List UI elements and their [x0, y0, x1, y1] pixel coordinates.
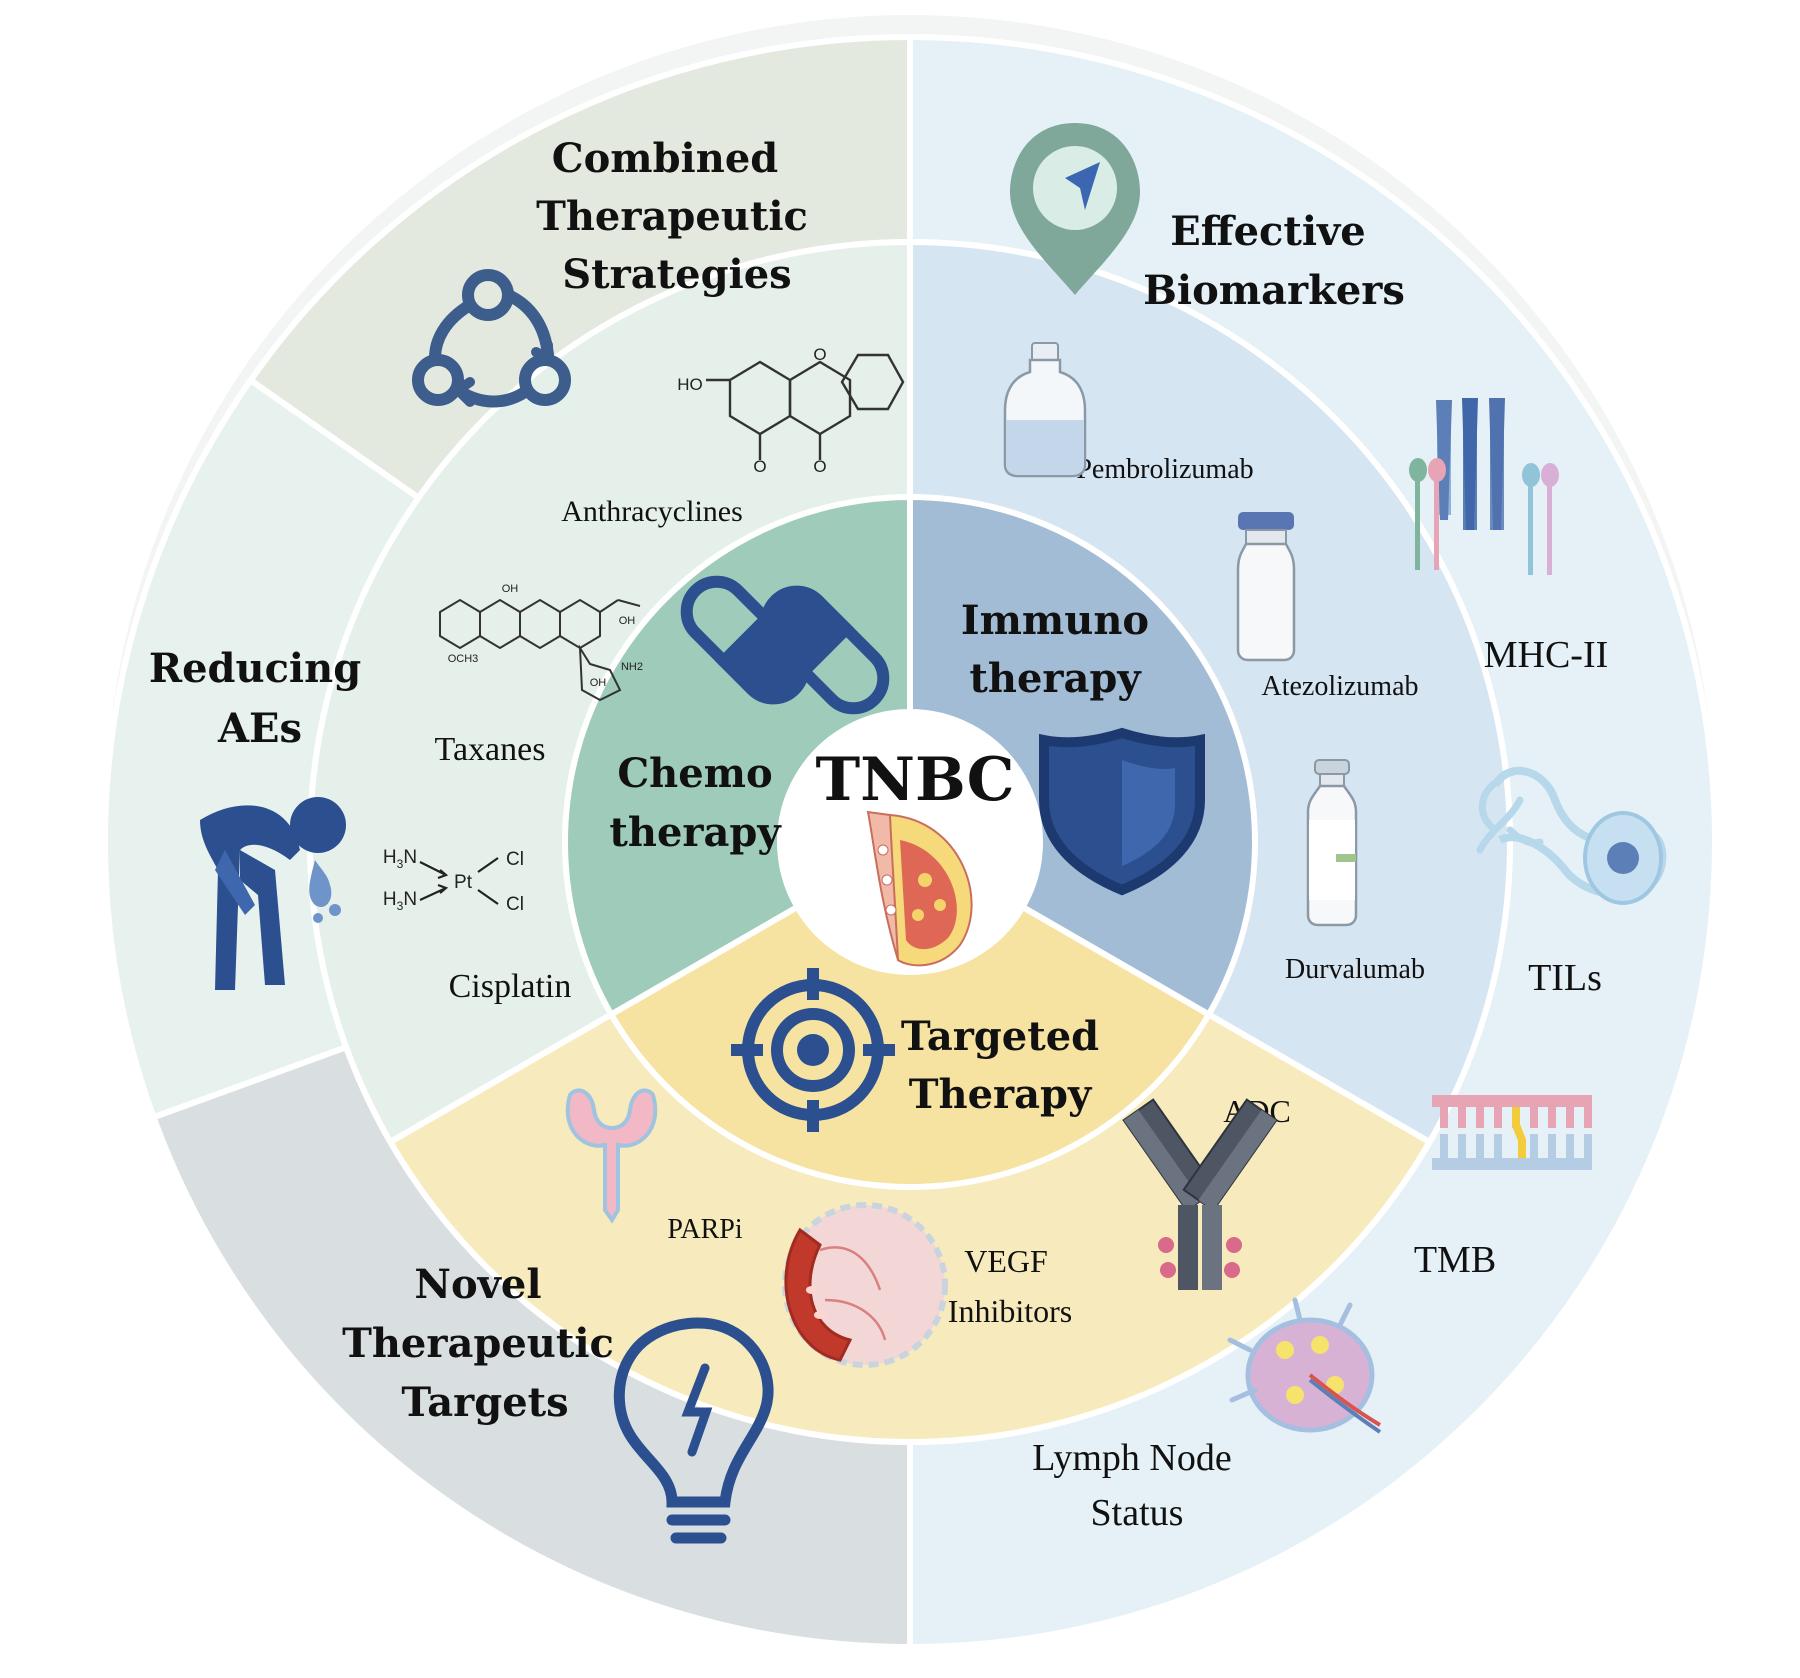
novel-label-line3: Targets	[401, 1379, 568, 1426]
biomarker-tils: TILs	[1528, 957, 1602, 999]
chem-pt-label: Pt	[454, 872, 473, 893]
biomarker-lymph-line1: Lymph Node	[1032, 1437, 1231, 1479]
immuno-drug-atezolizumab: Atezolizumab	[1261, 671, 1418, 702]
chemo-drug-anthracyclines: Anthracyclines	[561, 495, 743, 528]
chem-oh-label-1: OH	[502, 583, 519, 595]
nausea-person-icon	[200, 797, 346, 990]
chemo-label-line1: Chemo	[617, 750, 772, 797]
chem-och3-label: OCH3	[448, 653, 479, 665]
targeted-label-line1: Targeted	[901, 1013, 1099, 1060]
parp-enzyme-icon	[565, 1088, 658, 1224]
targeted-drug-parpi: PARPi	[667, 1214, 742, 1245]
chem-h3n-label-1: H3N	[383, 847, 417, 871]
chemo-drug-cisplatin: Cisplatin	[449, 968, 572, 1005]
lymphocyte-cell-icon	[1476, 766, 1667, 905]
vial-icon-pembrolizumab	[1003, 342, 1087, 478]
immuno-drug-pembrolizumab: Pembrolizumab	[1076, 454, 1253, 485]
anthracycline-structure-icon	[439, 598, 641, 702]
biomarker-tmb: TMB	[1414, 1239, 1496, 1281]
breast-anatomy-icon	[866, 810, 973, 967]
vial-icon-durvalumab	[1306, 759, 1358, 927]
chem-o-label-3: O	[813, 457, 826, 476]
adc-antibody-icon	[1122, 1098, 1278, 1290]
biomarker-lymph-line2: Status	[1091, 1492, 1184, 1534]
vial-icon-atezolizumab	[1236, 512, 1296, 662]
targeted-drug-vegf-line2: Inhibitors	[948, 1293, 1072, 1329]
flavonoid-structure-icon	[706, 353, 905, 460]
chem-oh-label-2: OH	[619, 615, 636, 627]
lymph-node-icon	[1227, 1297, 1382, 1434]
reducing-label-line2: AEs	[217, 705, 302, 752]
novel-label-line1: Novel	[414, 1261, 541, 1308]
tumor-vessel-icon	[782, 1202, 948, 1368]
chem-cl-label-1: Cl	[506, 849, 524, 870]
chem-ho-label: HO	[677, 375, 703, 394]
reducing-label-line1: Reducing	[149, 645, 361, 692]
chem-nh2-label: NH2	[621, 661, 643, 673]
biomarkers-label-line2: Biomarkers	[1143, 267, 1405, 314]
immuno-drug-durvalumab: Durvalumab	[1285, 954, 1425, 985]
cycle-arrows-icon	[412, 269, 571, 408]
chem-oh-label-3: OH	[590, 677, 607, 689]
immuno-label-line2: therapy	[969, 655, 1142, 702]
center-title: TNBC	[815, 745, 1014, 815]
shield-icon	[1039, 727, 1205, 896]
biomarker-mhc-ii: MHC-II	[1484, 634, 1609, 676]
cisplatin-structure-icon	[419, 857, 499, 905]
probe-swab-icon	[1409, 398, 1559, 575]
targeted-drug-vegf-line1: VEGF	[964, 1243, 1048, 1279]
chem-cl-label-2: Cl	[506, 894, 524, 915]
chem-o-label-1: O	[813, 345, 826, 364]
combined-label-line1: Combined	[552, 135, 779, 182]
chem-o-label-2: O	[753, 457, 766, 476]
location-pin-icon	[1010, 123, 1140, 295]
targeted-label-line2: Therapy	[909, 1071, 1093, 1118]
biomarkers-label-line1: Effective	[1170, 208, 1366, 255]
combined-label-line3: Strategies	[562, 251, 791, 298]
chemo-label-line2: therapy	[609, 809, 782, 856]
novel-label-line2: Therapeutic	[342, 1320, 614, 1367]
lightbulb-icon	[613, 1317, 774, 1544]
target-crosshair-icon	[731, 968, 895, 1132]
dna-mutation-icon	[1432, 1095, 1592, 1170]
chemo-drug-taxanes: Taxanes	[435, 731, 546, 768]
capsule-pills-icon	[680, 575, 890, 715]
combined-label-line2: Therapeutic	[536, 193, 808, 240]
chem-h3n-label-2: H3N	[383, 889, 417, 913]
immuno-label-line1: Immuno	[961, 597, 1149, 644]
